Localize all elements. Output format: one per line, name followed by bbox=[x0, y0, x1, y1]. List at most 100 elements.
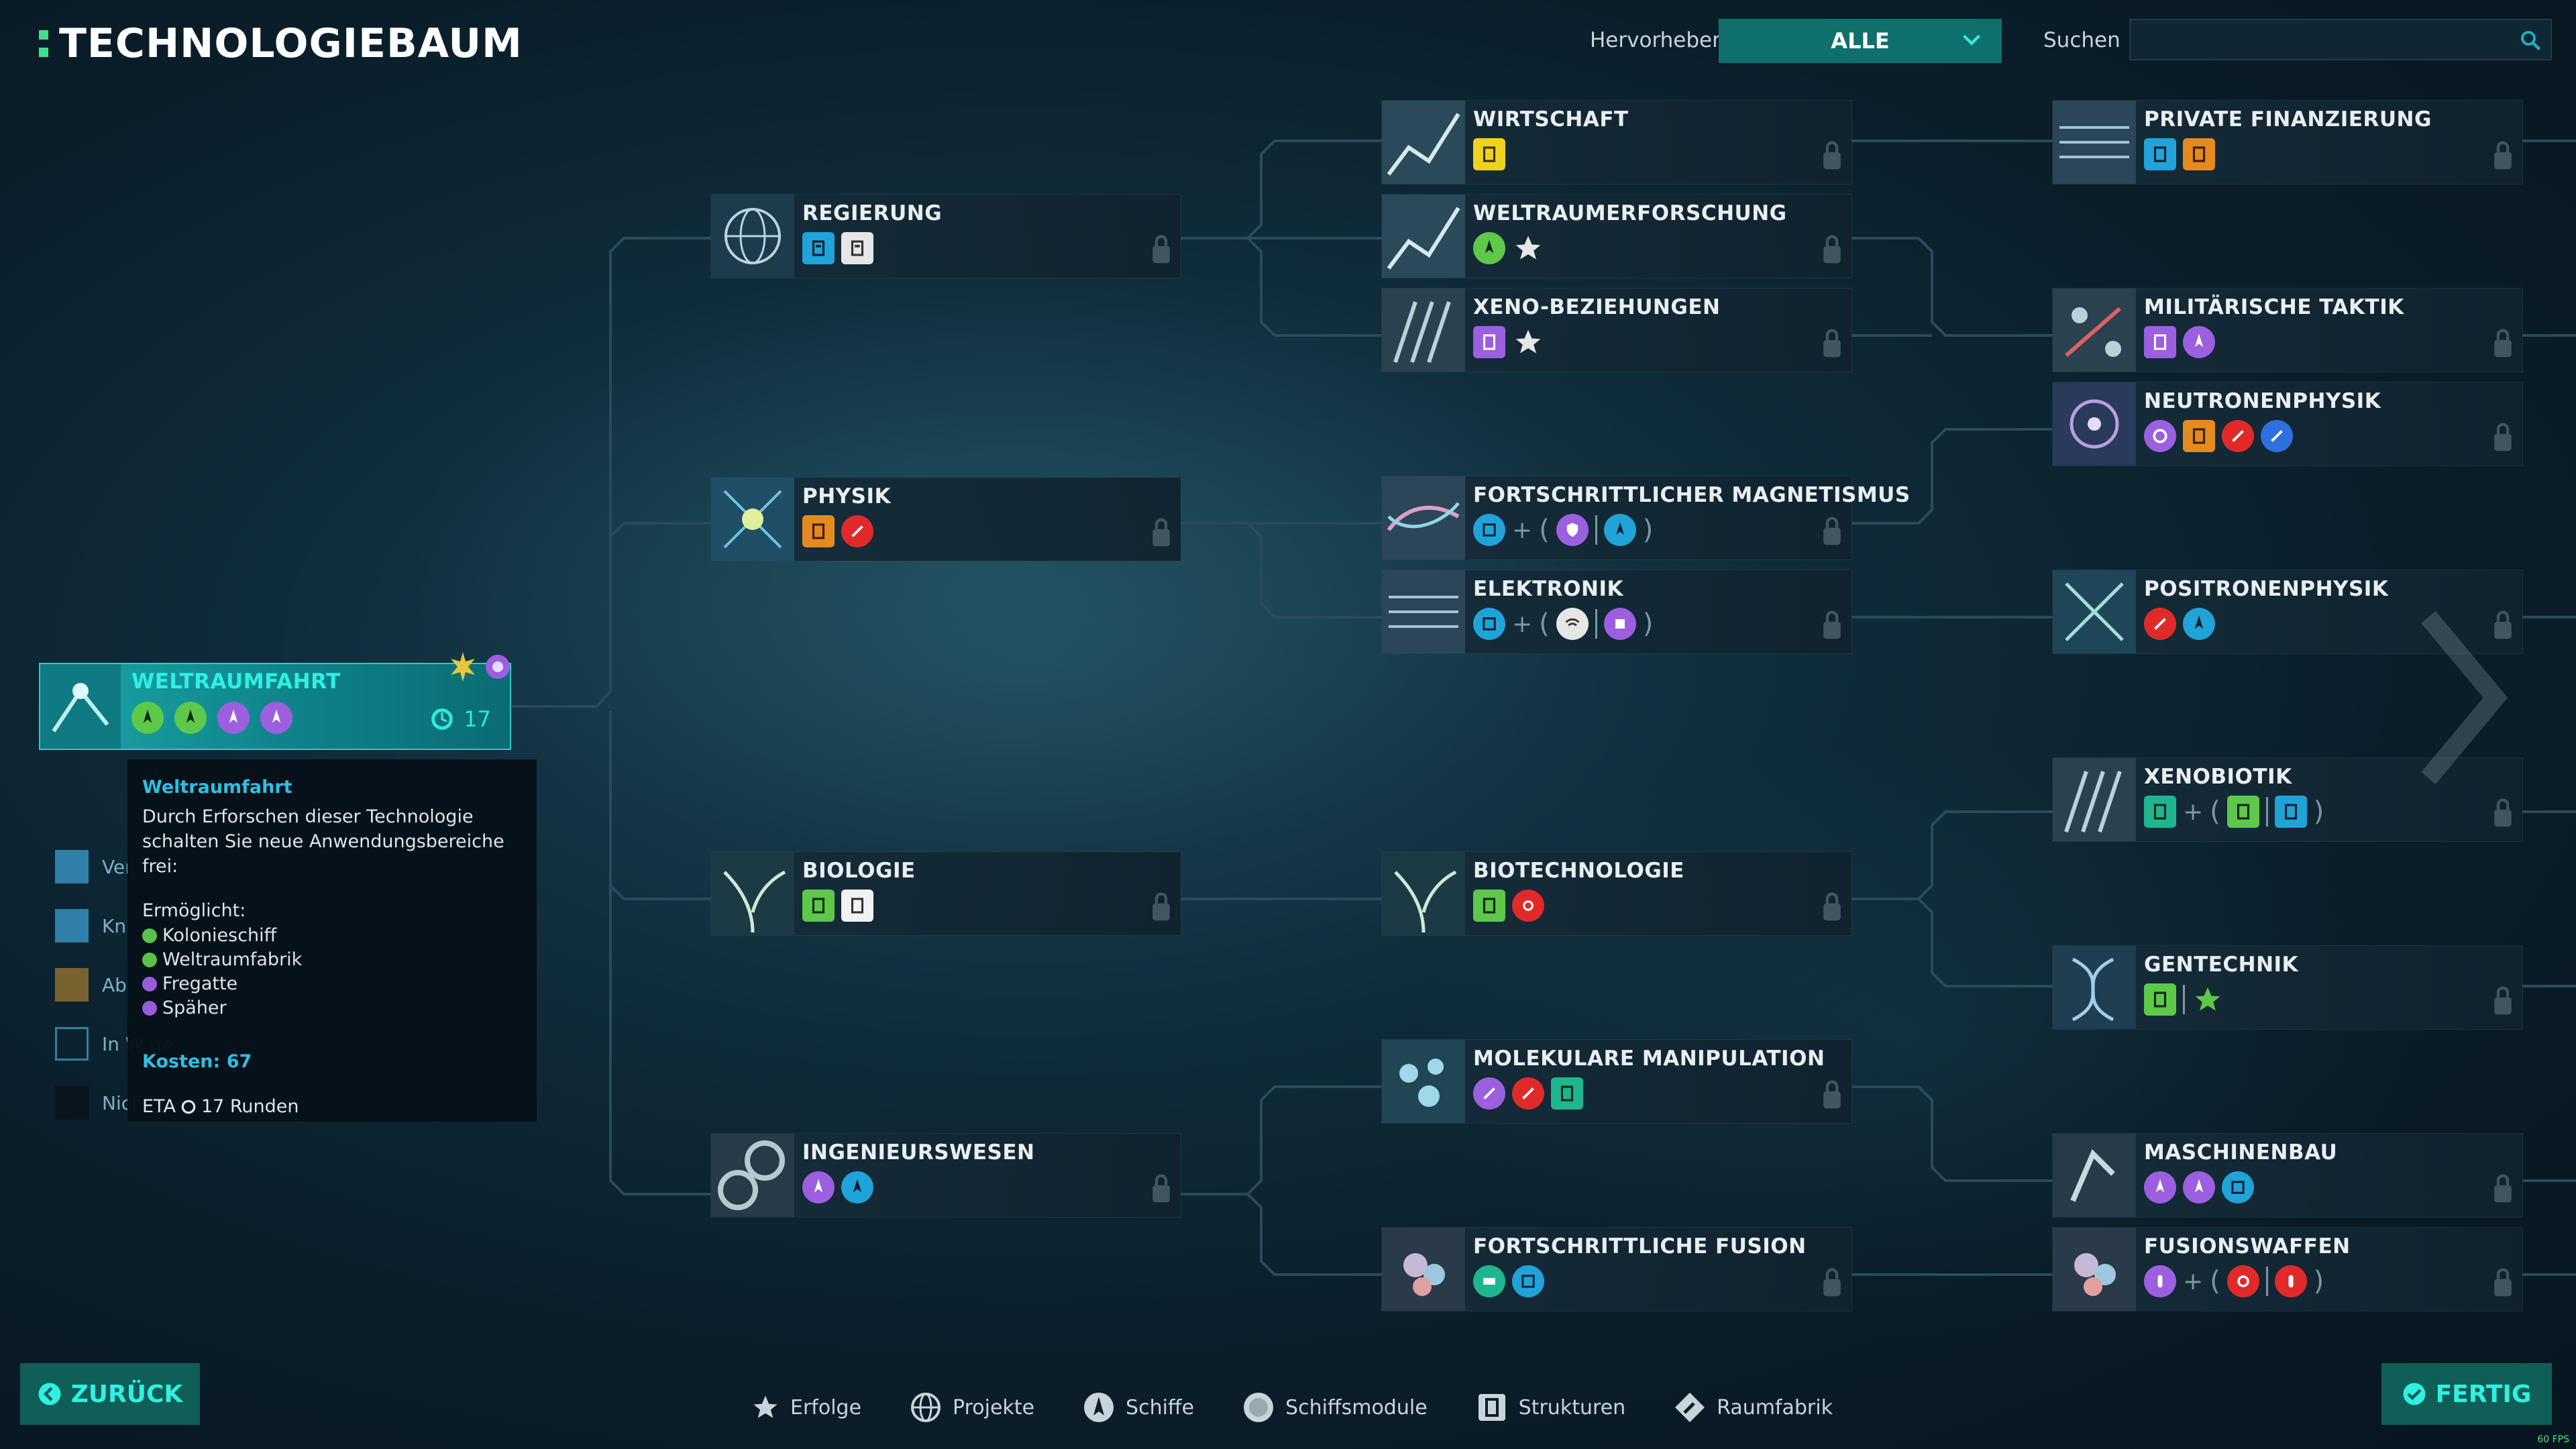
tech-card-xeno-beziehungen[interactable]: XENO-BEZIEHUNGEN bbox=[1382, 288, 1851, 372]
module-icon bbox=[1244, 1393, 1274, 1422]
back-button[interactable]: ZURÜCK bbox=[20, 1363, 200, 1425]
unlock-icons bbox=[1473, 138, 1505, 170]
tech-card-fortschrittlicher-magnetismus[interactable]: FORTSCHRITTLICHER MAGNETISMUS + ( ) bbox=[1382, 476, 1910, 559]
tech-card-biotechnologie[interactable]: BIOTECHNOLOGIE bbox=[1382, 852, 1851, 935]
tech-name: XENO-BEZIEHUNGEN bbox=[1473, 295, 1721, 319]
structure-icon bbox=[1473, 326, 1505, 358]
highlight-label: Hervorheben bbox=[1590, 28, 1725, 52]
ship-icon bbox=[1473, 232, 1505, 264]
tech-name: MASCHINENBAU bbox=[2144, 1140, 2338, 1165]
lock-icon bbox=[1823, 517, 1841, 545]
globe-icon bbox=[911, 1393, 941, 1422]
paren-close: ) bbox=[1642, 515, 1654, 545]
tech-thumbnail bbox=[1382, 1228, 1465, 1311]
tech-card-weltraumfahrt-selected[interactable]: WELTRAUMFAHRT 17 bbox=[40, 652, 510, 749]
page-title: TECHNOLOGIEBAUM bbox=[39, 20, 523, 67]
turns-icon bbox=[181, 1099, 196, 1114]
legend-swatch bbox=[55, 968, 89, 1002]
lock-icon bbox=[2494, 1174, 2512, 1203]
tech-card-regierung[interactable]: REGIERUNG bbox=[711, 195, 1181, 278]
lock-icon bbox=[1152, 1174, 1170, 1203]
legend-swatch bbox=[55, 850, 89, 883]
lock-icon bbox=[1152, 235, 1170, 264]
nav-strukturen[interactable]: Strukturen bbox=[1476, 1391, 1625, 1424]
lock-icon bbox=[1823, 892, 1841, 921]
tech-tooltip: Weltraumfahrt Durch Erforschen dieser Te… bbox=[127, 759, 537, 1122]
tech-name: XENOBIOTIK bbox=[2144, 765, 2292, 789]
paren-close: ) bbox=[2313, 1266, 2324, 1297]
nav-schiffe[interactable]: Schiffe bbox=[1083, 1391, 1194, 1424]
tech-card-fortschrittliche-fusion[interactable]: FORTSCHRITTLICHE FUSION bbox=[1382, 1228, 1851, 1311]
tech-card-ingenieurswesen[interactable]: INGENIEURSWESEN bbox=[711, 1134, 1181, 1217]
lock-icon bbox=[2494, 329, 2512, 358]
nav-erfolge[interactable]: Erfolge bbox=[751, 1393, 861, 1421]
tech-thumbnail bbox=[711, 195, 794, 278]
tech-card-molekulare-manipulation[interactable]: MOLEKULARE MANIPULATION bbox=[1382, 1040, 1851, 1123]
tech-name: REGIERUNG bbox=[802, 201, 943, 225]
nav-projekte[interactable]: Projekte bbox=[910, 1391, 1034, 1424]
tech-thumbnail bbox=[711, 852, 794, 935]
search-icon[interactable] bbox=[2518, 28, 2542, 52]
scroll-right-arrow-icon[interactable] bbox=[2415, 604, 2509, 792]
tech-card-maschinenbau[interactable]: MASCHINENBAU bbox=[2053, 1134, 2522, 1217]
tech-name: POSITRONENPHYSIK bbox=[2144, 577, 2389, 601]
tech-thumbnail bbox=[2053, 382, 2136, 466]
unlock-icons bbox=[2144, 608, 2215, 640]
done-button[interactable]: FERTIG bbox=[2381, 1363, 2552, 1425]
tech-card-biologie[interactable]: BIOLOGIE bbox=[711, 852, 1181, 935]
tooltip-title: Weltraumfahrt bbox=[142, 777, 292, 798]
tech-card-positronenphysik[interactable]: POSITRONENPHYSIK bbox=[2053, 570, 2522, 653]
weapon-icon bbox=[2226, 1265, 2259, 1297]
tech-name: ELEKTRONIK bbox=[1473, 577, 1623, 601]
plus-icon: + bbox=[2183, 798, 2204, 826]
tech-card-physik[interactable]: PHYSIK bbox=[711, 478, 1181, 561]
search-box[interactable] bbox=[2129, 19, 2552, 60]
weapon-icon bbox=[2274, 1265, 2307, 1297]
lock-icon bbox=[1823, 235, 1841, 264]
paren-open: ( bbox=[1539, 515, 1550, 545]
plus-icon: + bbox=[2183, 1267, 2204, 1295]
tech-card-weltraumerforschung[interactable]: WELTRAUMERFORSCHUNG bbox=[1382, 195, 1851, 278]
tech-thumbnail bbox=[1382, 1040, 1465, 1123]
research-turns: 17 bbox=[429, 706, 491, 733]
nav-raumfabrik[interactable]: Raumfabrik bbox=[1674, 1391, 1833, 1424]
unlock-icons bbox=[802, 515, 873, 547]
lock-icon bbox=[2494, 141, 2512, 170]
separator bbox=[2265, 1267, 2268, 1296]
status-icons bbox=[447, 651, 514, 683]
star-icon bbox=[1512, 326, 1544, 358]
ship-icon bbox=[802, 1171, 835, 1203]
structure-icon bbox=[2144, 796, 2176, 828]
tech-card-gentechnik[interactable]: GENTECHNIK bbox=[2053, 946, 2522, 1029]
weapon-icon bbox=[2144, 608, 2176, 640]
tech-card-xenobiotik[interactable]: XENOBIOTIK + ( ) bbox=[2053, 758, 2522, 841]
tech-thumbnail bbox=[2053, 758, 2136, 841]
tech-card-wirtschaft[interactable]: WIRTSCHAFT bbox=[1382, 101, 1851, 184]
paren-open: ( bbox=[1539, 608, 1550, 639]
tech-card-private-finanzierung[interactable]: PRIVATE FINANZIERUNG bbox=[2053, 101, 2522, 184]
tech-name: MILITÄRISCHE TAKTIK bbox=[2144, 295, 2404, 319]
tooltip-enable-item: Späher bbox=[142, 996, 522, 1020]
gear-icon bbox=[486, 655, 510, 679]
unlock-icons bbox=[1473, 232, 1544, 264]
unlock-icons bbox=[2144, 326, 2215, 358]
module-icon bbox=[2222, 1171, 2254, 1203]
tech-card-elektronik[interactable]: ELEKTRONIK + ( ) bbox=[1382, 570, 1851, 653]
tech-card-fusionswaffen[interactable]: FUSIONSWAFFEN + ( ) bbox=[2053, 1228, 2522, 1311]
tooltip-enable-item: Kolonieschiff bbox=[142, 924, 522, 948]
structure-icon bbox=[1473, 890, 1505, 922]
ship-icon bbox=[1603, 514, 1636, 546]
tech-card-neutronenphysik[interactable]: NEUTRONENPHYSIK bbox=[2053, 382, 2522, 466]
nav-schiffsmodule[interactable]: Schiffsmodule bbox=[1242, 1391, 1428, 1424]
separator bbox=[1595, 609, 1597, 639]
ship-icon bbox=[142, 928, 157, 943]
unlock-icons: + ( ) bbox=[2144, 1265, 2324, 1297]
unlock-icons bbox=[1473, 326, 1544, 358]
highlight-dropdown[interactable]: ALLE bbox=[1719, 19, 2002, 63]
tech-card-militaerische-taktik[interactable]: MILITÄRISCHE TAKTIK bbox=[2053, 288, 2522, 372]
search-input[interactable] bbox=[2131, 20, 2551, 59]
ship-icon bbox=[2183, 326, 2215, 358]
lock-icon bbox=[1823, 141, 1841, 170]
structure-icon bbox=[1551, 1077, 1583, 1110]
unlock-icons bbox=[2144, 138, 2215, 170]
